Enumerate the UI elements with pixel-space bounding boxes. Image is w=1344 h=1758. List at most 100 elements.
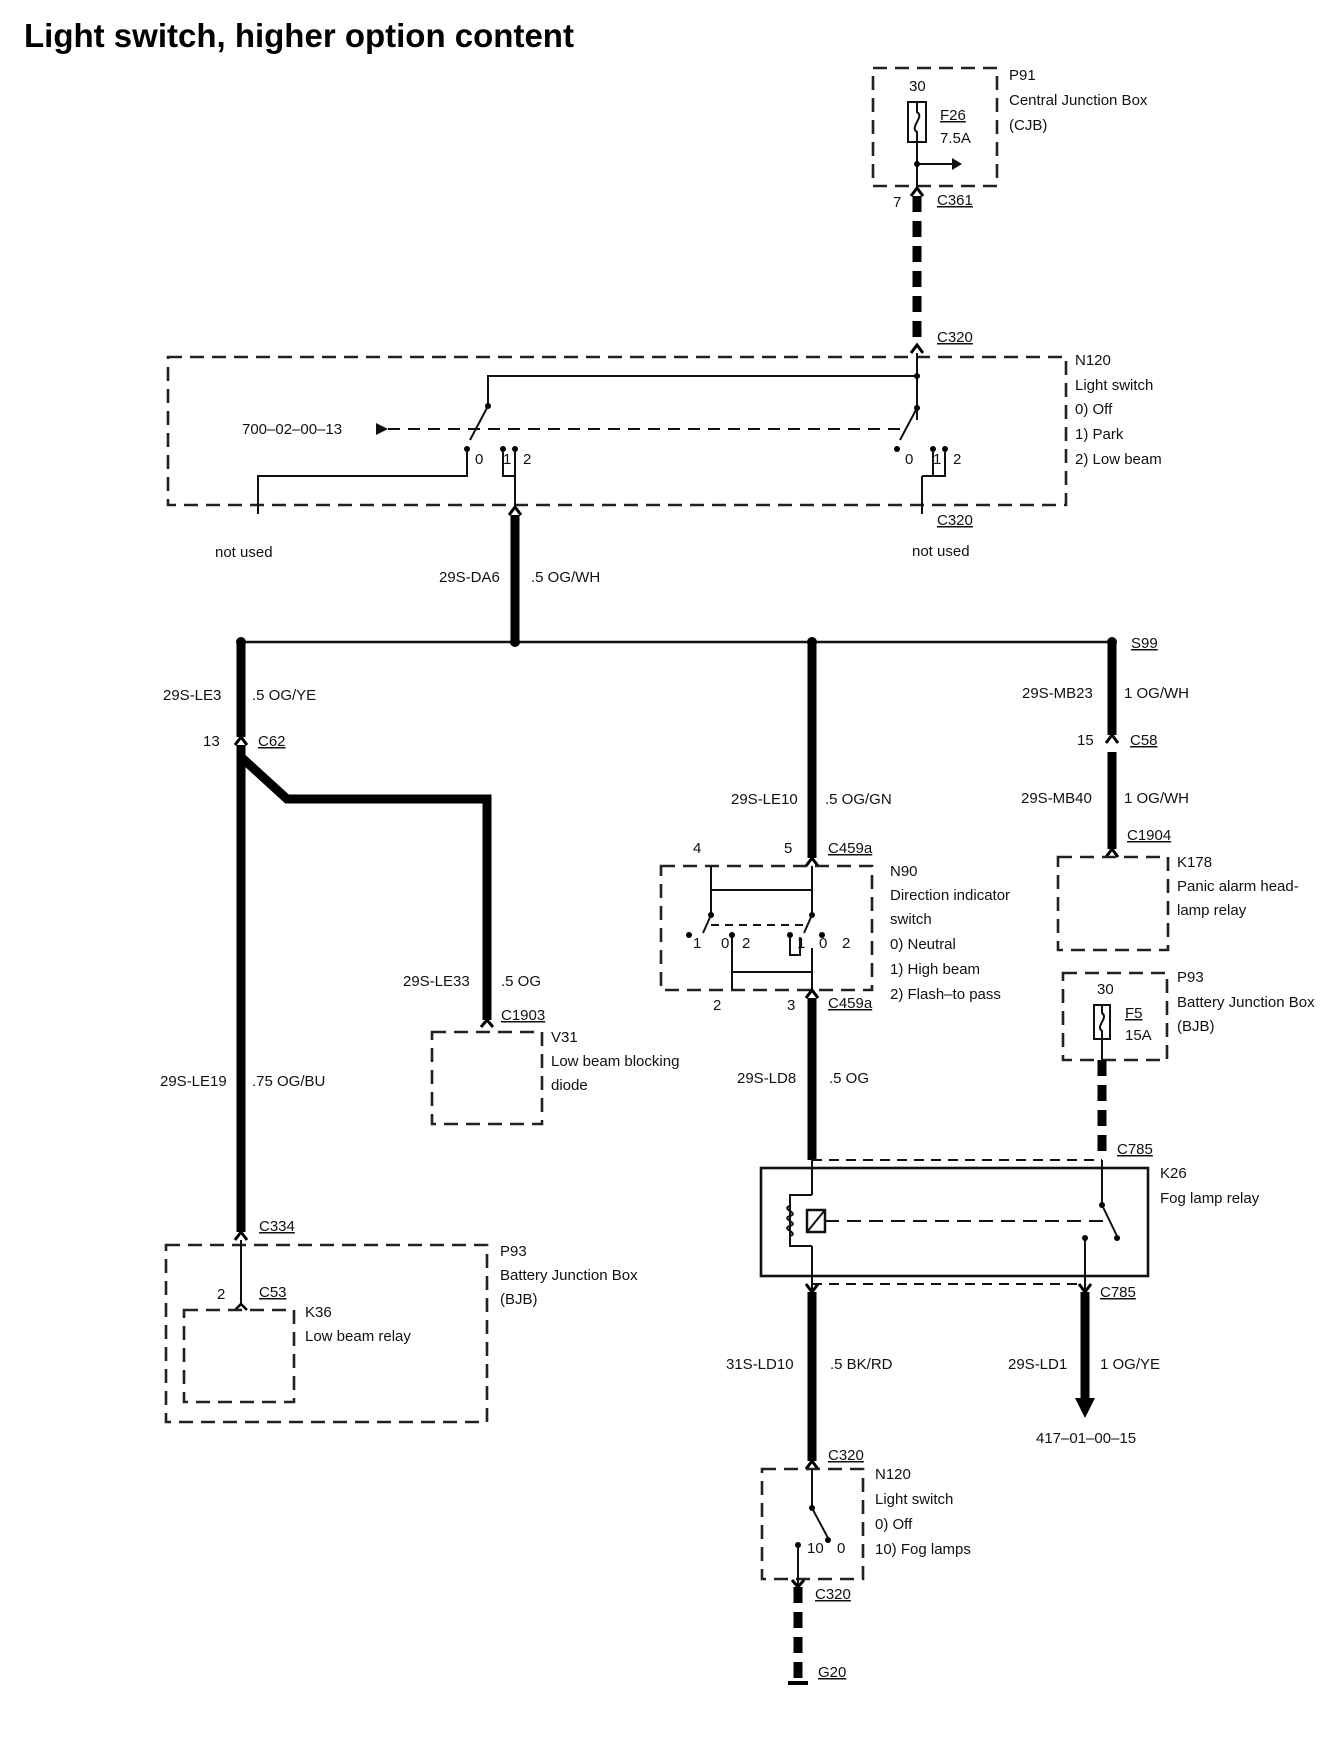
n120-top-pos-0: 0) Off — [1075, 401, 1113, 418]
pin-2-k36: 2 — [217, 1286, 225, 1303]
wire-ld1-spec: 1 OG/YE — [1100, 1356, 1160, 1373]
p93-left-id: P93 — [500, 1243, 527, 1260]
p93-battery-junction-box-left: P93 Battery Junction Box (BJB) 2 C53 K36… — [164, 1240, 638, 1424]
connector-c334: C334 — [259, 1218, 295, 1235]
not-used-right: not used — [912, 543, 970, 560]
relay-coil-icon — [786, 1205, 827, 1237]
v31-line2: diode — [551, 1077, 588, 1094]
wire-le33-spec: .5 OG — [501, 973, 541, 990]
sw-top-left-1: 1 — [503, 451, 511, 468]
connector-c320-d: C320 — [815, 1586, 851, 1603]
fuse-icon — [907, 101, 927, 143]
connector-c58: C58 — [1130, 732, 1158, 749]
connector-c320-c: C320 — [828, 1447, 864, 1464]
connector-c459a-top: C459a — [828, 840, 873, 857]
wire-ld10-spec: .5 BK/RD — [830, 1356, 893, 1373]
pin-15: 15 — [1077, 732, 1094, 749]
connector-pin-icon — [909, 342, 925, 354]
pin-3: 3 — [787, 997, 795, 1014]
connector-c320-bottom: C320 — [937, 512, 973, 529]
connector-pin-icon — [804, 855, 820, 867]
k36-id: K36 — [305, 1304, 332, 1321]
k178-id: K178 — [1177, 854, 1212, 871]
k178-line2: lamp relay — [1177, 902, 1247, 919]
arrow-right-icon — [376, 423, 388, 435]
n120-top-id: N120 — [1075, 352, 1111, 369]
n120-light-switch-bottom: N120 Light switch 0) Off 10) Fog lamps 1… — [760, 1466, 971, 1585]
connector-c1904: C1904 — [1127, 827, 1171, 844]
wire-ld10-code: 31S-LD10 — [726, 1356, 794, 1373]
connector-c53: C53 — [259, 1284, 287, 1301]
p93-right-fuse-rating: 15A — [1125, 1027, 1152, 1044]
wire-ld8-code: 29S-LD8 — [737, 1070, 796, 1087]
connector-c785-top: C785 — [1117, 1141, 1153, 1158]
k178-line1: Panic alarm head- — [1177, 878, 1299, 895]
connector-c320-top: C320 — [937, 329, 973, 346]
sw-top-right-2: 2 — [953, 451, 961, 468]
not-used-left: not used — [215, 544, 273, 561]
k26-id: K26 — [1160, 1165, 1187, 1182]
p91-name: Central Junction Box — [1009, 92, 1148, 109]
n90-line1: Direction indicator — [890, 887, 1010, 904]
ref-700-02-00-13: 700–02–00–13 — [242, 421, 342, 438]
p93-right-pin: 30 — [1097, 981, 1114, 998]
connector-pin-icon — [234, 1302, 248, 1311]
n120-top-pos-1: 1) Park — [1075, 426, 1124, 443]
wire-le19-spec: .75 OG/BU — [252, 1073, 325, 1090]
v31-id: V31 — [551, 1029, 578, 1046]
wire-da6-code: 29S-DA6 — [439, 569, 500, 586]
p91-central-junction-box: 30 F26 7.5A P91 Central Junction Box (CJ… — [871, 66, 1148, 188]
page-title: Light switch, higher option content — [24, 17, 574, 54]
n90-id: N90 — [890, 863, 918, 880]
p91-fuse-id: F26 — [940, 107, 966, 124]
wire-le19-code: 29S-LE19 — [160, 1073, 227, 1090]
arrow-down-icon — [1075, 1398, 1095, 1418]
n90-line2: switch — [890, 911, 932, 928]
n90-pos-1: 1) High beam — [890, 961, 980, 978]
k36-name: Low beam relay — [305, 1328, 411, 1345]
wire-ld8-spec: .5 OG — [829, 1070, 869, 1087]
connector-pin-icon — [479, 1017, 495, 1028]
n120-bottom-pos-1: 10) Fog lamps — [875, 1541, 971, 1558]
p93-right-abbr: (BJB) — [1177, 1018, 1215, 1035]
k36-low-beam-relay — [182, 1308, 296, 1404]
n90-direction-indicator-switch: N90 Direction indicator switch 0) Neutra… — [659, 863, 1010, 1003]
p93-right-name: Battery Junction Box — [1177, 994, 1315, 1011]
sw-top-left-2: 2 — [523, 451, 531, 468]
n90-sw-0b: 0 — [819, 935, 827, 952]
n90-sw-0a: 0 — [721, 935, 729, 952]
n120-bottom-id: N120 — [875, 1466, 911, 1483]
p91-id: P91 — [1009, 67, 1036, 84]
connector-pin-icon — [804, 1458, 820, 1470]
ground-g20: G20 — [818, 1664, 846, 1681]
pin-7: 7 — [893, 194, 901, 211]
pin-5: 5 — [784, 840, 792, 857]
wire-ld1-code: 29S-LD1 — [1008, 1356, 1067, 1373]
pin-13: 13 — [203, 733, 220, 750]
p91-abbr: (CJB) — [1009, 117, 1047, 134]
connector-pin-icon — [804, 987, 820, 999]
p93-battery-junction-box-right: 30 F5 15A P93 Battery Junction Box (BJB) — [1061, 969, 1315, 1062]
n120-bottom-sw-10: 10 — [807, 1540, 824, 1557]
connector-pin-icon — [1104, 846, 1120, 858]
connector-pin-icon — [1104, 732, 1120, 744]
n90-sw-1b: 1 — [797, 935, 805, 952]
k26-name: Fog lamp relay — [1160, 1190, 1260, 1207]
splice-s99: S99 — [1131, 635, 1158, 652]
connector-pin-icon — [233, 734, 249, 746]
sw-top-left-0: 0 — [475, 451, 483, 468]
connector-pin-icon — [233, 1229, 249, 1241]
connector-c361: C361 — [937, 192, 973, 209]
connector-c62: C62 — [258, 733, 286, 750]
n90-pos-2: 2) Flash–to pass — [890, 986, 1001, 1003]
fuse-icon — [1093, 1004, 1111, 1040]
p91-pin: 30 — [909, 78, 926, 95]
n120-bottom-sw-0: 0 — [837, 1540, 845, 1557]
p93-left-name: Battery Junction Box — [500, 1267, 638, 1284]
n90-sw-2a: 2 — [742, 935, 750, 952]
p93-right-fuse-id: F5 — [1125, 1005, 1143, 1022]
k178-panic-alarm-headlamp-relay: K178 Panic alarm head- lamp relay — [1056, 854, 1299, 952]
k26-fog-lamp-relay: K26 Fog lamp relay — [759, 1159, 1260, 1292]
pin-4: 4 — [693, 840, 701, 857]
